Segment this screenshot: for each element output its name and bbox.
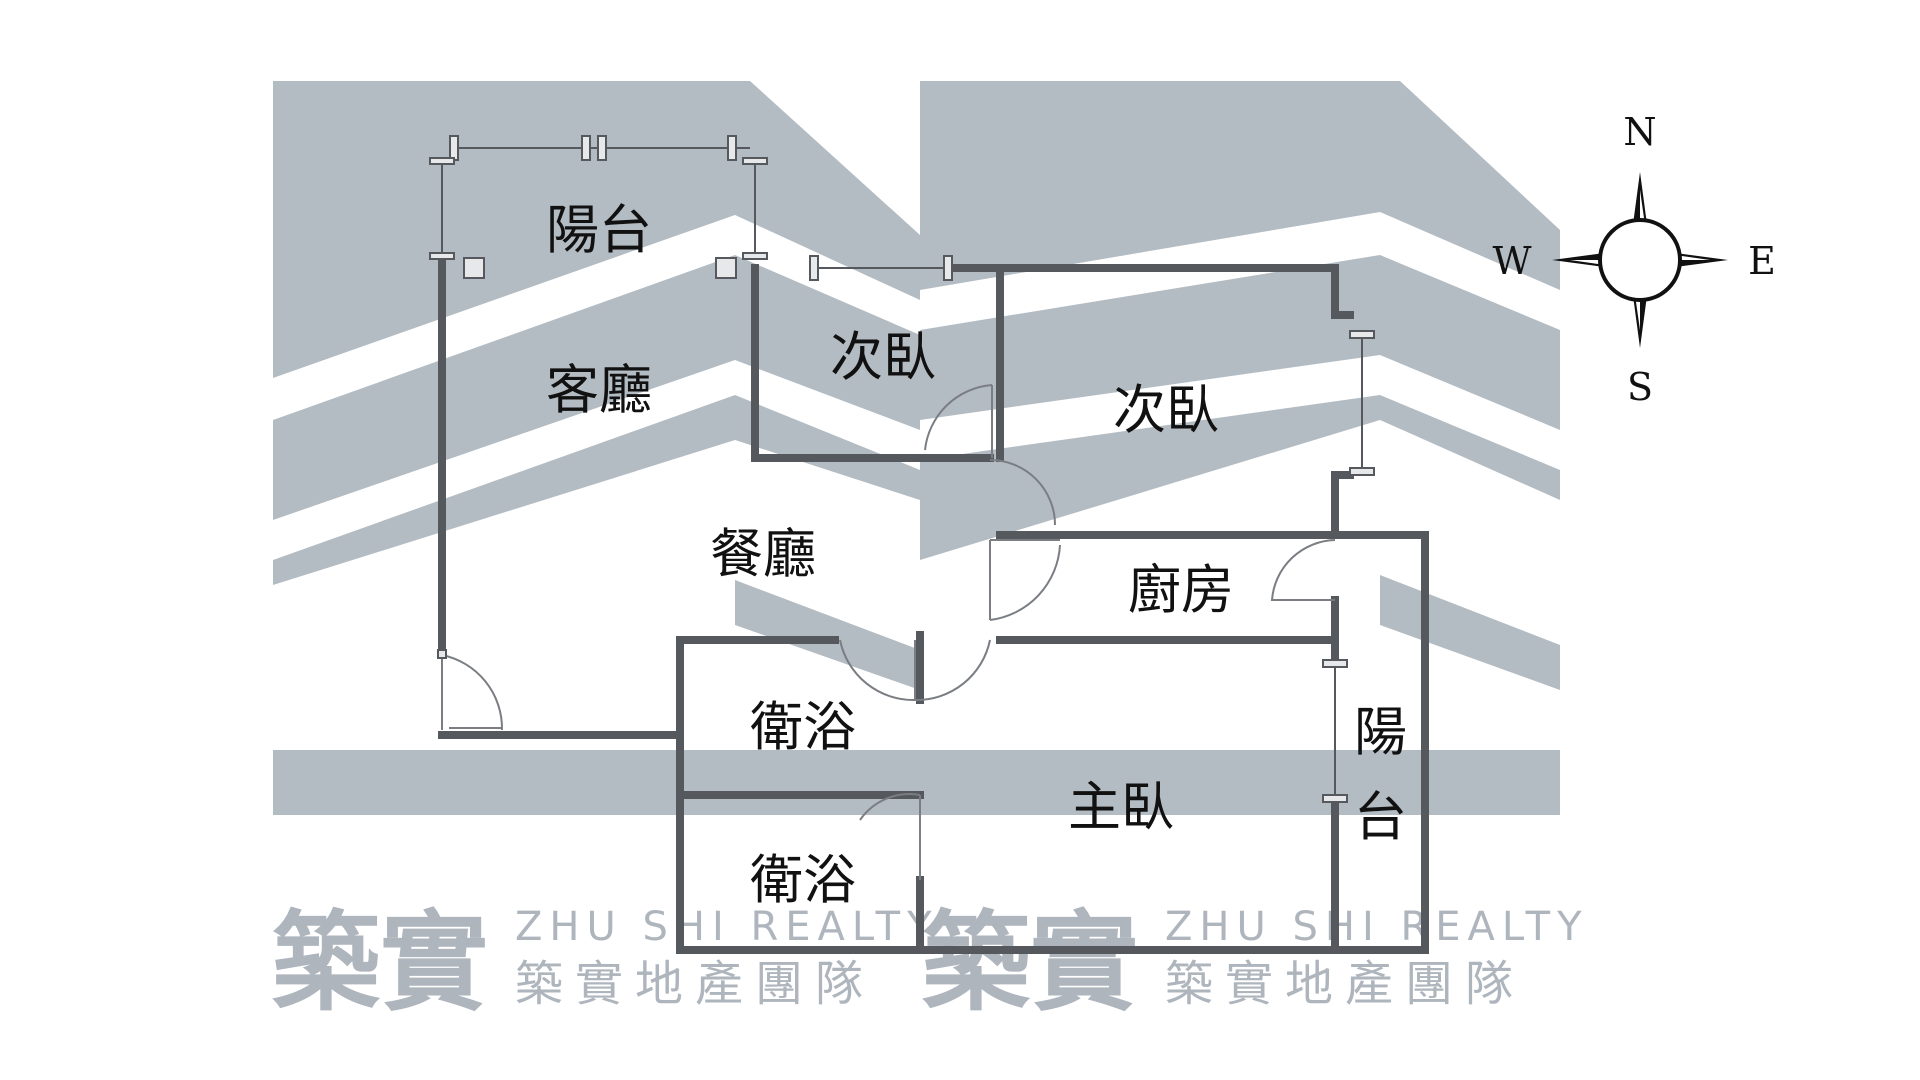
windows — [429, 135, 1375, 803]
room-labels: 陽台 客廳 餐廳 次臥 次臥 廚房 衛浴 衛浴 主臥 陽 台 — [546, 200, 1407, 911]
label-balcony-east-top: 陽 — [1354, 702, 1407, 763]
label-bathroom-lower: 衛浴 — [750, 850, 856, 911]
label-kitchen: 廚房 — [1128, 560, 1234, 621]
watermark-chinese-left: 築實地產團隊 — [515, 956, 875, 1012]
label-dining-room: 餐廳 — [710, 524, 816, 585]
label-balcony-east-bottom: 台 — [1354, 787, 1407, 848]
compass-label-south: S — [1627, 365, 1653, 409]
label-living-room: 客廳 — [546, 360, 652, 421]
watermark-logo-right: 築實 — [922, 900, 1138, 1026]
compass-label-east: E — [1748, 239, 1776, 283]
label-bedroom-small: 次臥 — [830, 327, 936, 388]
compass-rose: N S E W — [1492, 110, 1775, 409]
label-bathroom-upper: 衛浴 — [750, 697, 856, 758]
walls — [438, 258, 1429, 954]
doors — [437, 384, 1336, 880]
label-balcony-north: 陽台 — [546, 200, 652, 261]
label-master-bedroom: 主臥 — [1068, 777, 1174, 838]
watermark-chinese-right: 築實地產團隊 — [1165, 956, 1525, 1012]
compass-label-north: N — [1623, 110, 1656, 154]
watermark-logo-left: 築實 — [272, 900, 488, 1026]
compass-label-west: W — [1492, 239, 1531, 283]
watermark-english-left: ZHU SHI REALTY — [515, 904, 939, 950]
label-bedroom-second: 次臥 — [1113, 380, 1219, 441]
watermark-english-right: ZHU SHI REALTY — [1165, 904, 1589, 950]
compass-circle — [1598, 218, 1682, 302]
watermark: 築實 ZHU SHI REALTY 築實地產團隊 築實 ZHU SHI REAL… — [272, 900, 1589, 1026]
